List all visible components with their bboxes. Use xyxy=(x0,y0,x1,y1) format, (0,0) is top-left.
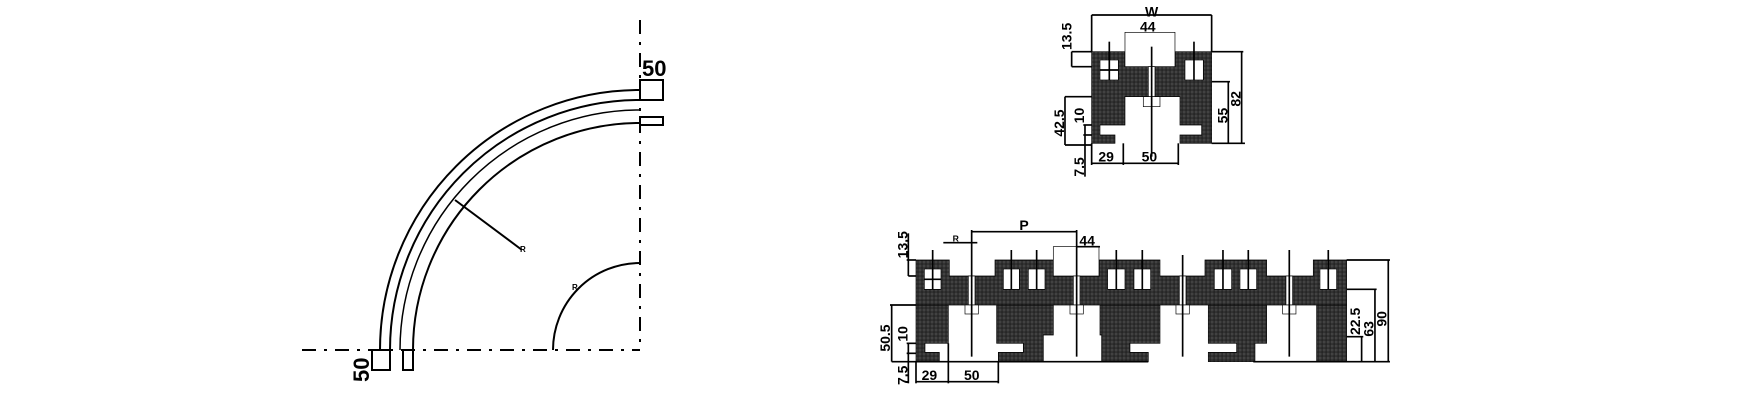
radius-leader xyxy=(454,199,523,251)
dim-10: 10 xyxy=(894,326,910,342)
bottom-end-block xyxy=(371,349,391,371)
dim-42-5: 42.5 xyxy=(1051,109,1067,136)
dim-7-5: 7.5 xyxy=(1071,157,1087,177)
dim-10: 10 xyxy=(1071,108,1087,124)
link-leg xyxy=(915,304,949,362)
dim-7-5: 7.5 xyxy=(894,365,910,385)
dim-29: 29 xyxy=(1098,149,1114,165)
link-leg xyxy=(1207,304,1267,362)
single-profile: W 44 13.5 42.5 10 7.5 29 50 55 82 xyxy=(1051,4,1245,177)
dim-90: 90 xyxy=(1374,311,1390,327)
outer-radius-label: R xyxy=(520,245,526,254)
arc-3 xyxy=(399,109,641,351)
chain-profile: P R 44 13.5 50.5 10 7.5 29 50 22.5 63 90 xyxy=(877,217,1390,385)
bottom-width-label: 50 xyxy=(349,358,374,382)
dim-22-5: 22.5 xyxy=(1347,308,1363,335)
link-leg xyxy=(1099,304,1161,362)
dim-50: 50 xyxy=(1142,149,1158,165)
link-leg xyxy=(996,304,1054,362)
dim-50: 50 xyxy=(964,367,980,383)
chain-band xyxy=(915,259,1347,306)
dim-82: 82 xyxy=(1228,91,1244,107)
curve-view: R R 50 50 xyxy=(302,20,666,382)
link-leg xyxy=(1316,304,1347,362)
dim-13-5: 13.5 xyxy=(1059,23,1075,50)
radius-label: R xyxy=(953,234,960,244)
dim-44: 44 xyxy=(1140,19,1156,35)
top-width-label: 50 xyxy=(642,56,666,81)
top-end-block xyxy=(639,116,664,126)
dim-50-5: 50.5 xyxy=(877,324,893,351)
pitch-label: P xyxy=(1019,217,1028,233)
inner-radius-label: R xyxy=(572,283,578,292)
dim-55: 55 xyxy=(1214,108,1230,124)
dim-63: 63 xyxy=(1360,321,1376,337)
top-box xyxy=(1124,31,1176,67)
bottom-end-block xyxy=(402,349,414,371)
width-label: W xyxy=(1145,4,1159,20)
arc-2 xyxy=(389,99,641,351)
top-end-block xyxy=(639,79,664,101)
inner-radius-arc xyxy=(552,262,641,351)
dim-29: 29 xyxy=(922,367,938,383)
dim-13-5: 13.5 xyxy=(894,231,910,258)
outer-arc xyxy=(379,89,641,351)
inner-arc xyxy=(412,122,641,351)
dim-44: 44 xyxy=(1079,232,1095,248)
